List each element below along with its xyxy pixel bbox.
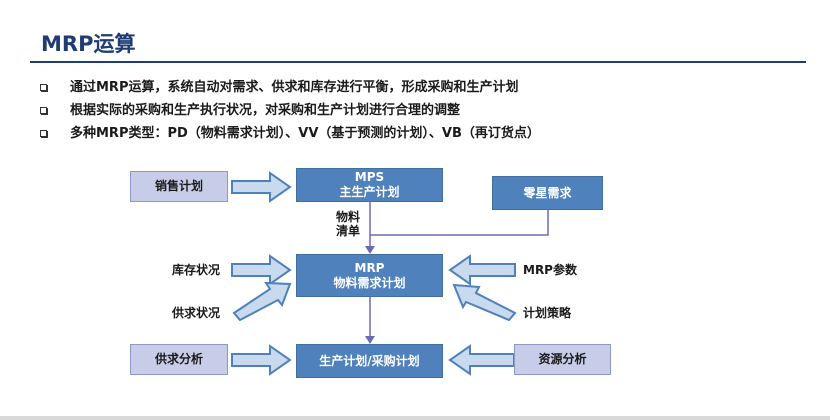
mrp-label: MRP	[354, 260, 385, 275]
bom-label: 物料 清单	[336, 210, 360, 238]
mrp-sublabel: 物料需求计划	[333, 275, 406, 290]
bullet-item: 多种MRP类型：PD（物料需求计划）、VV（基于预测的计划）、VB（再订货点）	[40, 122, 540, 145]
square-bullet-icon	[40, 84, 47, 91]
resource-analysis-label: 资源分析	[538, 352, 587, 366]
square-bullet-icon	[40, 107, 47, 114]
sales-to-mps-arrow	[231, 171, 292, 203]
plan-strategy-label: 计划策略	[523, 306, 572, 320]
mps-box: MPS 主生产计划	[296, 168, 443, 202]
supply-analysis-to-plan-arrow	[231, 344, 292, 376]
bullet-text: 通过MRP运算，系统自动对需求、供求和库存进行平衡，形成采购和生产计划	[70, 80, 519, 95]
supply-status-to-mrp-arrow	[232, 281, 292, 322]
mps-sublabel: 主生产计划	[339, 185, 400, 199]
strategy-to-mrp-arrow	[452, 283, 517, 322]
mrp-params-label: MRP参数	[523, 263, 577, 277]
production-plan-box: 生产计划/采购计划	[296, 344, 443, 378]
supply-analysis-label: 供求分析	[154, 352, 203, 366]
bom-label-line2: 清单	[336, 224, 361, 238]
bullet-item: 通过MRP运算，系统自动对需求、供求和库存进行平衡，形成采购和生产计划	[40, 76, 540, 99]
mps-label: MPS	[354, 170, 385, 184]
inventory-to-mrp-arrow	[231, 254, 292, 286]
bullet-text: 多种MRP类型：PD（物料需求计划）、VV（基于预测的计划）、VB（再订货点）	[70, 126, 540, 141]
inventory-status-label: 库存状况	[172, 263, 221, 277]
sporadic-demand-label: 零星需求	[523, 185, 572, 200]
resource-analysis-box: 资源分析	[514, 344, 611, 375]
sporadic-to-mrp-connector	[370, 210, 549, 236]
sporadic-demand-box: 零星需求	[492, 176, 603, 210]
supply-analysis-box: 供求分析	[130, 344, 228, 375]
sales-plan-label: 销售计划	[154, 179, 203, 193]
bullet-item: 根据实际的采购和生产执行状况，对采购和生产计划进行合理的调整	[40, 99, 540, 122]
resource-to-plan-arrow	[448, 344, 515, 376]
page-title: MRP运算	[41, 32, 136, 56]
sales-plan-box: 销售计划	[130, 171, 228, 202]
bullet-list: 通过MRP运算，系统自动对需求、供求和库存进行平衡，形成采购和生产计划 根据实际…	[40, 76, 540, 145]
square-bullet-icon	[40, 130, 47, 137]
bom-label-line1: 物料	[336, 210, 361, 224]
title-divider	[30, 61, 806, 63]
mrp-box: MRP 物料需求计划	[296, 254, 443, 297]
params-to-mrp-arrow	[448, 254, 516, 286]
footer-divider	[0, 416, 830, 420]
production-plan-label: 生产计划/采购计划	[319, 353, 420, 368]
arrowhead-icon	[365, 246, 375, 254]
supply-status-label: 供求状况	[172, 306, 221, 320]
arrowhead-icon	[365, 336, 375, 344]
bullet-text: 根据实际的采购和生产执行状况，对采购和生产计划进行合理的调整	[70, 103, 461, 118]
